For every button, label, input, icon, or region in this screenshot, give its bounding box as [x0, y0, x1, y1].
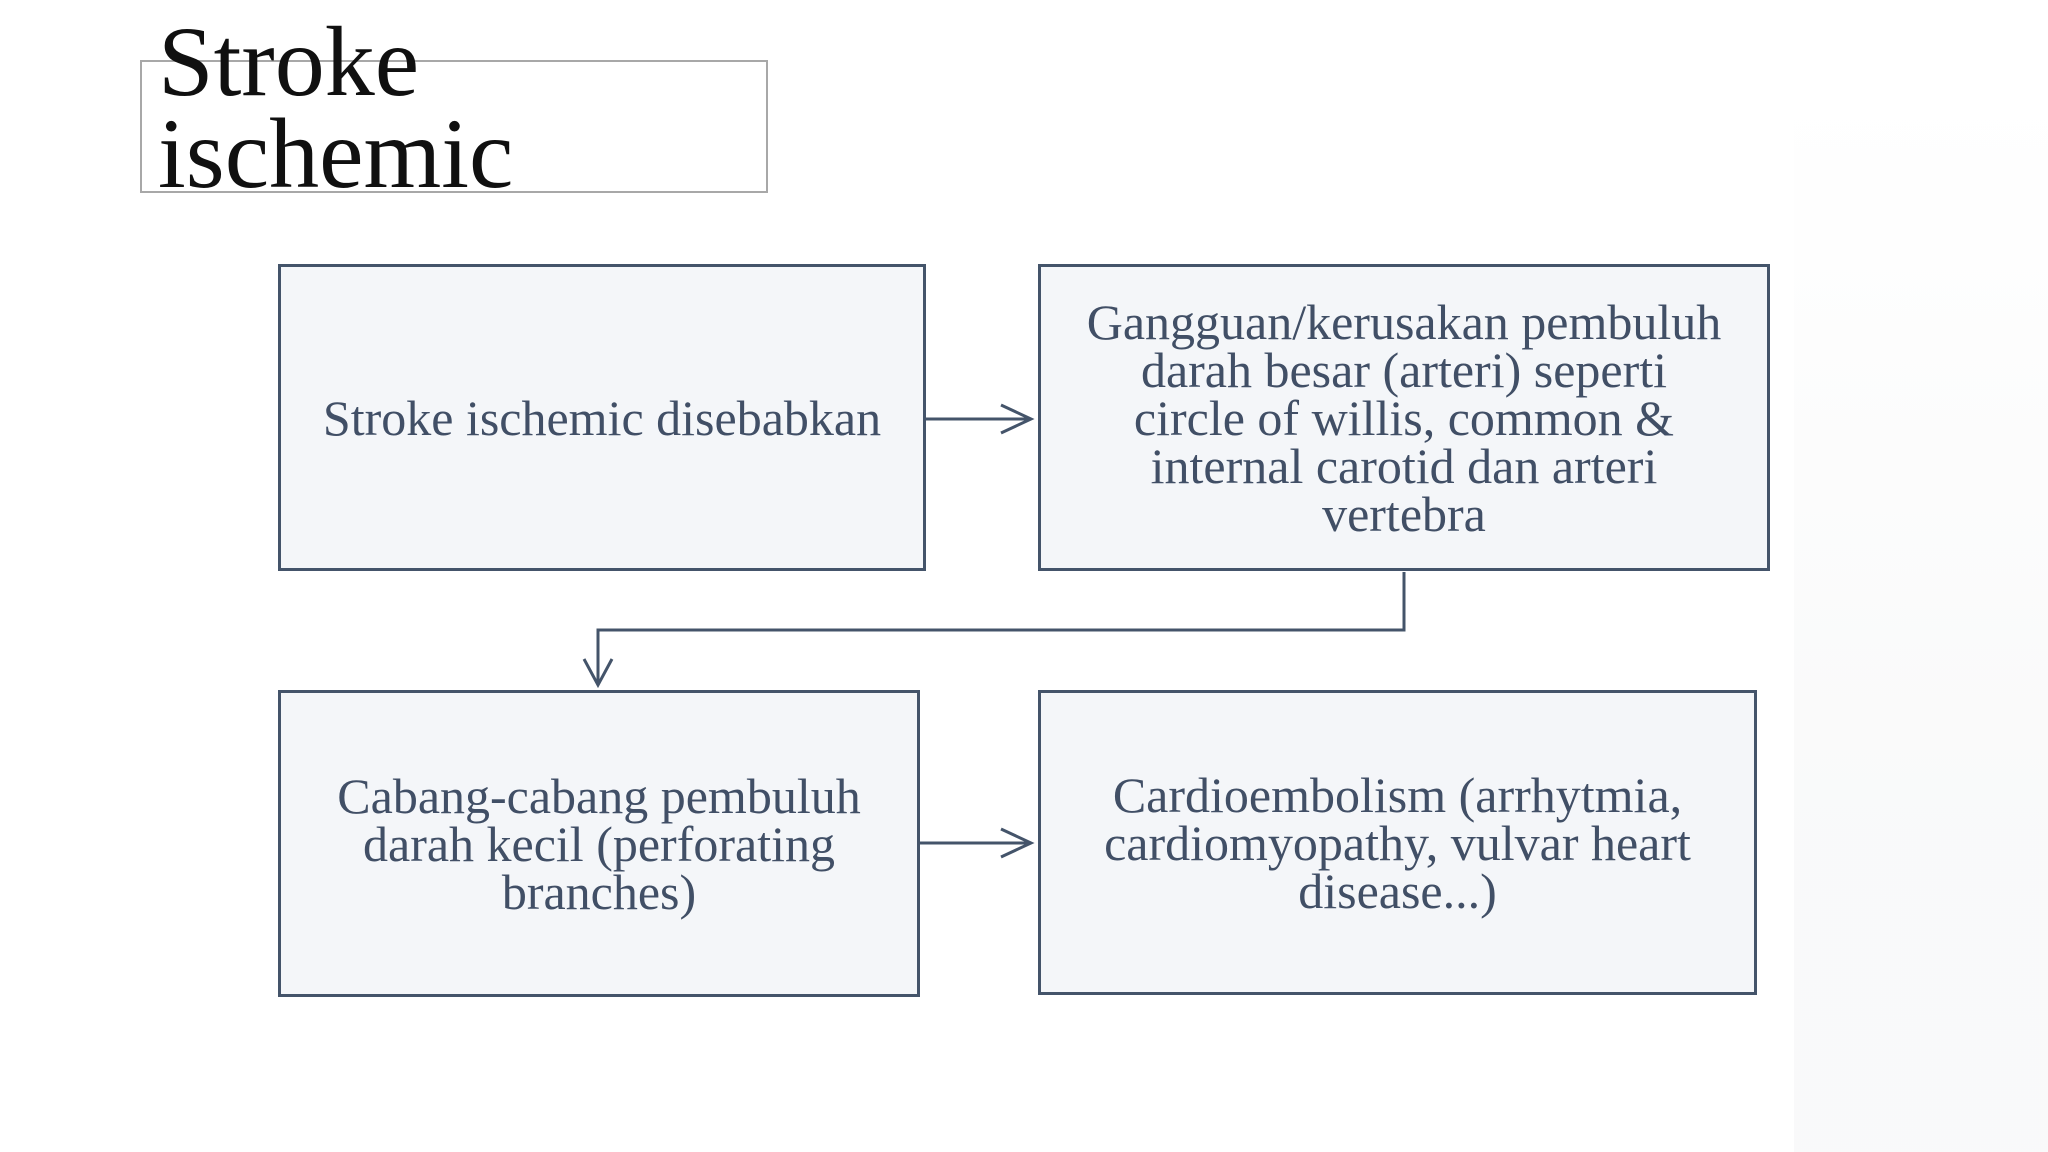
flow-box-cardioembolism[interactable]: Cardioembolism (arrhytmia, cardiomyopath…: [1038, 690, 1757, 995]
arrow-large-vessel-to-small-vessel[interactable]: [582, 572, 1406, 689]
flow-box-large-vessel-text: Gangguan/kerusakan pembuluh darah besar …: [1086, 293, 1722, 542]
flow-box-large-vessel[interactable]: Gangguan/kerusakan pembuluh darah besar …: [1038, 264, 1770, 571]
arrow-cause-to-large-vessel[interactable]: [926, 403, 1035, 435]
flow-box-cause[interactable]: Stroke ischemic disebabkan: [278, 264, 926, 571]
slide-title: Stroke ischemic: [158, 6, 514, 209]
flow-box-cause-text: Stroke ischemic disebabkan: [322, 389, 882, 446]
flow-box-small-vessel[interactable]: Cabang-cabang pembuluh darah kecil (perf…: [278, 690, 920, 997]
title-textbox[interactable]: Stroke ischemic: [140, 12, 768, 204]
flow-box-cardioembolism-text: Cardioembolism (arrhytmia, cardiomyopath…: [1104, 766, 1691, 919]
arrow-small-vessel-to-cardioembolism[interactable]: [920, 827, 1035, 859]
flow-box-small-vessel-text: Cabang-cabang pembuluh darah kecil (perf…: [337, 767, 861, 920]
